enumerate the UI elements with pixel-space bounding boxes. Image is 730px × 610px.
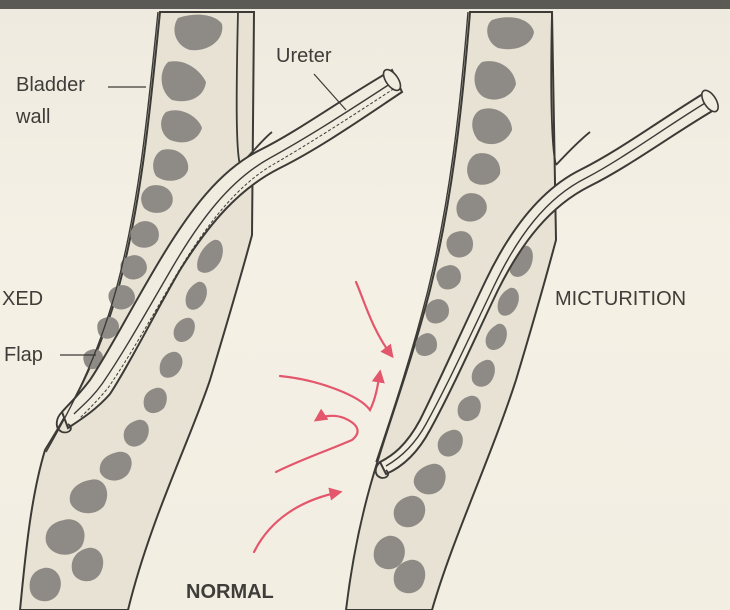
normal-label: NORMAL (186, 579, 274, 605)
relaxed-label-partial: XED (2, 286, 43, 312)
micturition-label: MICTURITION (555, 286, 686, 312)
ureter-label: Ureter (276, 43, 332, 69)
flap-label: Flap (4, 342, 43, 368)
arrow-1 (356, 282, 392, 356)
arrow-3 (276, 416, 358, 472)
arrow-2 (280, 372, 380, 410)
bladder-wall-label-line2: wall (16, 104, 50, 130)
arrow-4 (254, 492, 340, 552)
ureter-leader (314, 74, 346, 110)
left-panel-relaxed (20, 12, 404, 610)
bladder-wall-label-line1: Bladder (16, 72, 85, 98)
